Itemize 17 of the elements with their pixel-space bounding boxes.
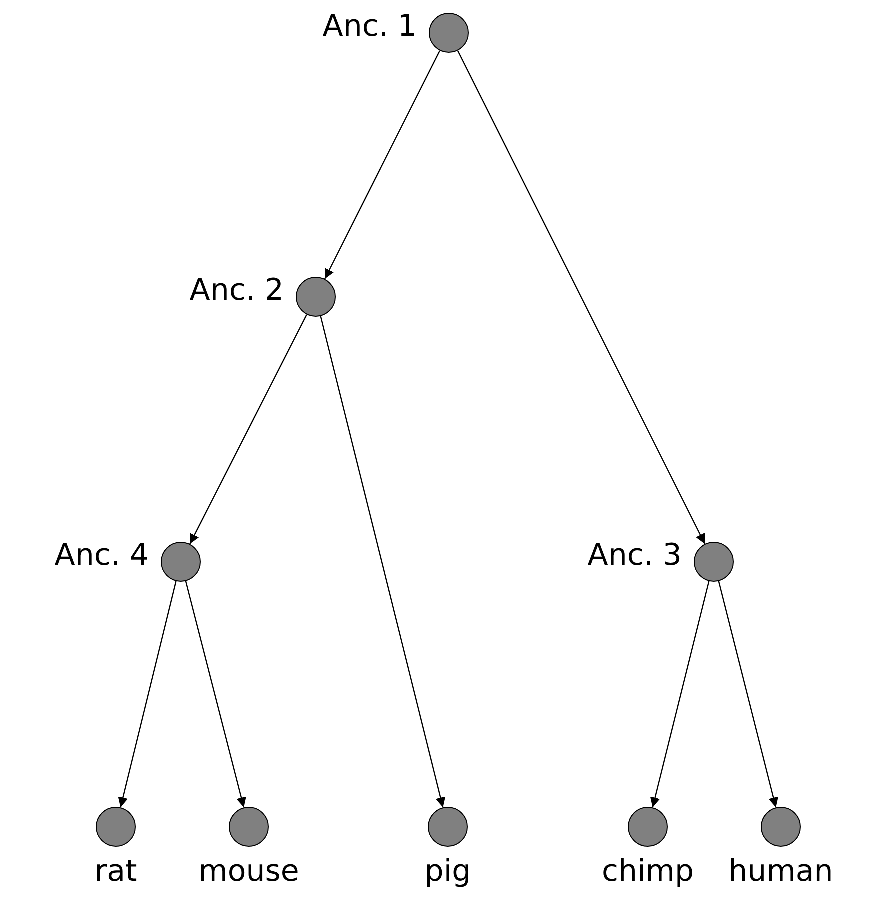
arrow bbox=[320, 316, 446, 808]
arrow bbox=[718, 581, 778, 808]
arrow bbox=[457, 50, 706, 544]
arrow bbox=[190, 314, 308, 544]
leaf-label: human bbox=[728, 857, 834, 887]
node-label: Anc. 1 bbox=[322, 12, 417, 42]
leaf-label: rat bbox=[94, 857, 138, 887]
arrow bbox=[324, 50, 441, 280]
node-label: Anc. 2 bbox=[190, 276, 284, 306]
leaf-label: pig bbox=[424, 857, 472, 887]
arrow bbox=[118, 581, 177, 808]
node-label: Anc. 3 bbox=[588, 541, 682, 571]
node-label: Anc. 4 bbox=[54, 541, 149, 571]
arrow bbox=[650, 581, 710, 808]
leaf-label: mouse bbox=[198, 857, 300, 887]
leaf-label: chimp bbox=[602, 857, 694, 887]
arrow bbox=[185, 581, 246, 808]
